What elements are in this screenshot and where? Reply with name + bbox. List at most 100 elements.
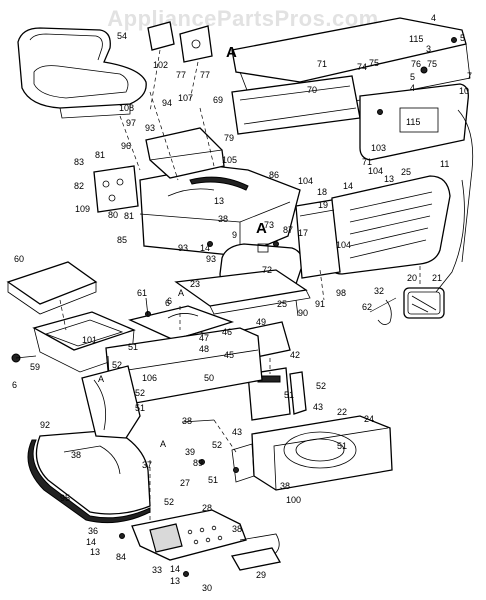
leader-lines xyxy=(59,115,421,520)
callout-label: 72 xyxy=(262,265,272,275)
callout-label: 106 xyxy=(142,373,157,383)
callout-label: 22 xyxy=(337,407,347,417)
callout-label: 79 xyxy=(224,133,234,143)
fastener-parts xyxy=(11,37,457,577)
callout-label: 19 xyxy=(318,200,328,210)
callout-label: 30 xyxy=(202,583,212,593)
callout-label: 24 xyxy=(364,414,374,424)
callout-label: 23 xyxy=(190,279,200,289)
callout-label: 87 xyxy=(283,225,293,235)
callout-label: 93 xyxy=(145,123,155,133)
callout-label: 51 xyxy=(135,403,145,413)
callout-label: 13 xyxy=(384,174,394,184)
callout-label: 77 xyxy=(200,70,210,80)
callout-label: 105 xyxy=(222,155,237,165)
callout-label: 115 xyxy=(409,34,423,44)
callout-label: 14 xyxy=(170,564,180,574)
callout-label: 18 xyxy=(317,187,327,197)
callout-label: 93 xyxy=(206,254,216,264)
frame-rail-part xyxy=(231,415,393,491)
callout-label: 20 xyxy=(407,273,417,283)
view-marker-a: A xyxy=(178,288,184,298)
callout-label: 81 xyxy=(95,150,105,160)
callout-label: 13 xyxy=(170,576,180,586)
rear-fender-part xyxy=(27,429,151,524)
footrest-part xyxy=(174,269,311,315)
callout-label: 45 xyxy=(224,350,234,360)
wire-harness-part xyxy=(189,176,465,325)
callout-label: 93 xyxy=(178,243,188,253)
callout-label: 108 xyxy=(119,103,134,113)
steering-bracket-part xyxy=(145,91,225,181)
callout-label: 38 xyxy=(280,481,290,491)
callout-label: 5 xyxy=(410,72,415,82)
callout-label: 17 xyxy=(298,228,308,238)
rear-bracket-part xyxy=(230,547,282,571)
callout-label: 92 xyxy=(40,420,50,430)
callout-label: 43 xyxy=(232,427,242,437)
callout-label: 46 xyxy=(222,327,232,337)
callout-label: 69 xyxy=(213,95,223,105)
rear-housing-part xyxy=(81,365,141,439)
callout-label: 90 xyxy=(298,308,308,318)
callout-label: 85 xyxy=(117,235,127,245)
callout-label: 97 xyxy=(126,118,136,128)
front-grille-part xyxy=(329,175,451,275)
instrument-panel-part xyxy=(93,165,139,213)
callout-label: 51 xyxy=(128,342,138,352)
callout-label: 73 xyxy=(264,220,274,230)
callout-label: 6 xyxy=(12,380,17,390)
callout-label: 59 xyxy=(30,362,40,372)
callout-label: 21 xyxy=(432,273,442,283)
callout-label: 71 xyxy=(317,59,327,69)
callout-label: 4 xyxy=(431,13,436,23)
callout-label: 101 xyxy=(82,335,97,345)
callout-label: 52 xyxy=(164,497,174,507)
callout-label: 82 xyxy=(74,181,84,191)
callout-label: 60 xyxy=(14,254,24,264)
callout-label: 76 xyxy=(411,59,421,69)
callout-label: 98 xyxy=(336,288,346,298)
callout-label: 49 xyxy=(256,317,266,327)
view-marker-a: A xyxy=(98,374,104,384)
callout-label: 83 xyxy=(74,157,84,167)
callout-label: 115 xyxy=(406,117,420,127)
storage-tray-part xyxy=(6,261,98,315)
callout-label: 47 xyxy=(199,333,209,343)
callout-label: 3 xyxy=(426,44,431,54)
callout-label: 6 xyxy=(167,296,172,306)
callout-label: 103 xyxy=(371,143,386,153)
callout-label: 51 xyxy=(284,390,294,400)
view-marker-a: A xyxy=(256,220,267,237)
callout-label: 77 xyxy=(176,70,186,80)
callout-label: 37 xyxy=(142,460,152,470)
view-marker-a: A xyxy=(226,44,237,61)
callout-labels: 54 102 77 77 4 5 115 3 5 4 7 76 75 75 74… xyxy=(12,13,472,593)
callout-label: 86 xyxy=(269,170,279,180)
callout-label: 91 xyxy=(315,299,325,309)
console-part xyxy=(139,165,301,257)
callout-label: 38 xyxy=(71,450,81,460)
callout-label: 104 xyxy=(298,176,313,186)
callout-label: 7 xyxy=(467,71,472,81)
callout-label: 54 xyxy=(117,31,127,41)
callout-label: 100 xyxy=(286,495,301,505)
callout-label: 52 xyxy=(112,360,122,370)
callout-label: 75 xyxy=(427,59,437,69)
callout-label: 104 xyxy=(336,240,351,250)
callout-label: 102 xyxy=(153,60,168,70)
callout-label: 25 xyxy=(401,167,411,177)
callout-label: 13 xyxy=(90,547,100,557)
callout-label: 70 xyxy=(307,85,317,95)
callout-label: 81 xyxy=(124,211,134,221)
callout-label: 84 xyxy=(116,552,126,562)
callout-label: 14 xyxy=(343,181,353,191)
watermark-text: AppliancePartsPros.com xyxy=(107,6,378,31)
seat-part xyxy=(17,27,147,119)
callout-label: 6 xyxy=(165,298,170,308)
callout-label: 14 xyxy=(200,243,210,253)
callout-label: 33 xyxy=(152,565,162,575)
callout-label: 48 xyxy=(199,344,209,354)
callout-label: 38 xyxy=(232,524,242,534)
